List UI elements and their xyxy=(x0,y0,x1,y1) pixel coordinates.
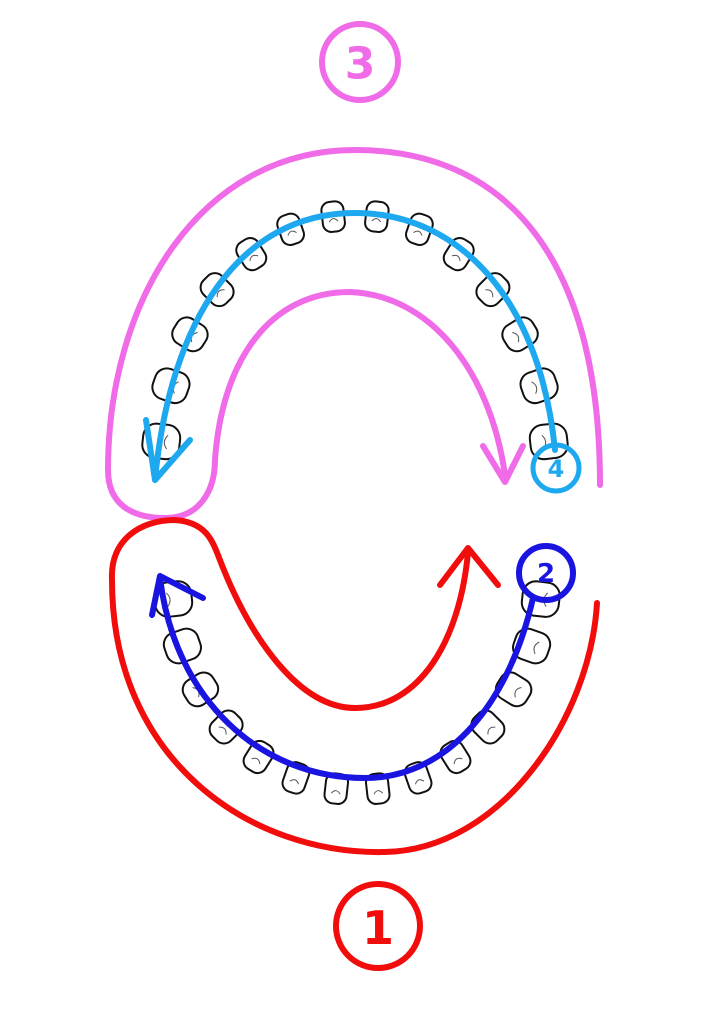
tooth-detail xyxy=(453,757,463,765)
tooth-detail xyxy=(512,332,520,343)
svg-text:2: 2 xyxy=(537,559,555,589)
step2-badge: 2 xyxy=(516,543,576,603)
step2-arrow xyxy=(149,573,536,781)
tooth-detail xyxy=(218,726,227,735)
tooth-detail xyxy=(373,790,384,795)
svg-text:3: 3 xyxy=(345,39,376,90)
tooth-detail xyxy=(165,592,171,607)
svg-text:4: 4 xyxy=(548,455,565,483)
tooth-detail xyxy=(289,779,299,785)
step3-arrow xyxy=(105,147,603,521)
tooth-detail xyxy=(531,381,538,394)
arrowhead-icon xyxy=(143,417,193,483)
tooth-detail xyxy=(163,434,169,450)
tooth-detail xyxy=(251,757,261,765)
tooth xyxy=(442,237,475,272)
tooth-detail xyxy=(413,230,423,236)
step4-arrow xyxy=(143,210,558,483)
tooth-detail xyxy=(414,779,425,785)
tooth-detail xyxy=(287,230,297,236)
step1-badge: 1 xyxy=(333,881,423,971)
step4-badge: 4 xyxy=(530,442,582,494)
arrowhead-icon xyxy=(480,443,526,485)
tooth-detail xyxy=(533,641,540,655)
tooth-detail xyxy=(514,687,522,698)
svg-text:1: 1 xyxy=(362,901,394,955)
step3-badge: 3 xyxy=(319,21,401,103)
tooth-detail xyxy=(371,218,382,223)
arrowhead-icon xyxy=(437,545,501,588)
tooth xyxy=(208,709,244,745)
tooth-detail xyxy=(249,254,259,262)
upper-arch-teeth xyxy=(141,200,569,461)
tooth-detail xyxy=(216,289,225,298)
step1-arrow xyxy=(108,517,600,856)
tooth-detail xyxy=(328,218,339,223)
tooth xyxy=(364,772,391,805)
arrowhead-icon xyxy=(149,573,206,618)
tooth-detail xyxy=(485,289,494,298)
tooth-detail xyxy=(487,726,496,735)
tooth-detail xyxy=(451,254,461,262)
tooth-detail xyxy=(330,790,341,795)
tooth xyxy=(475,272,511,308)
